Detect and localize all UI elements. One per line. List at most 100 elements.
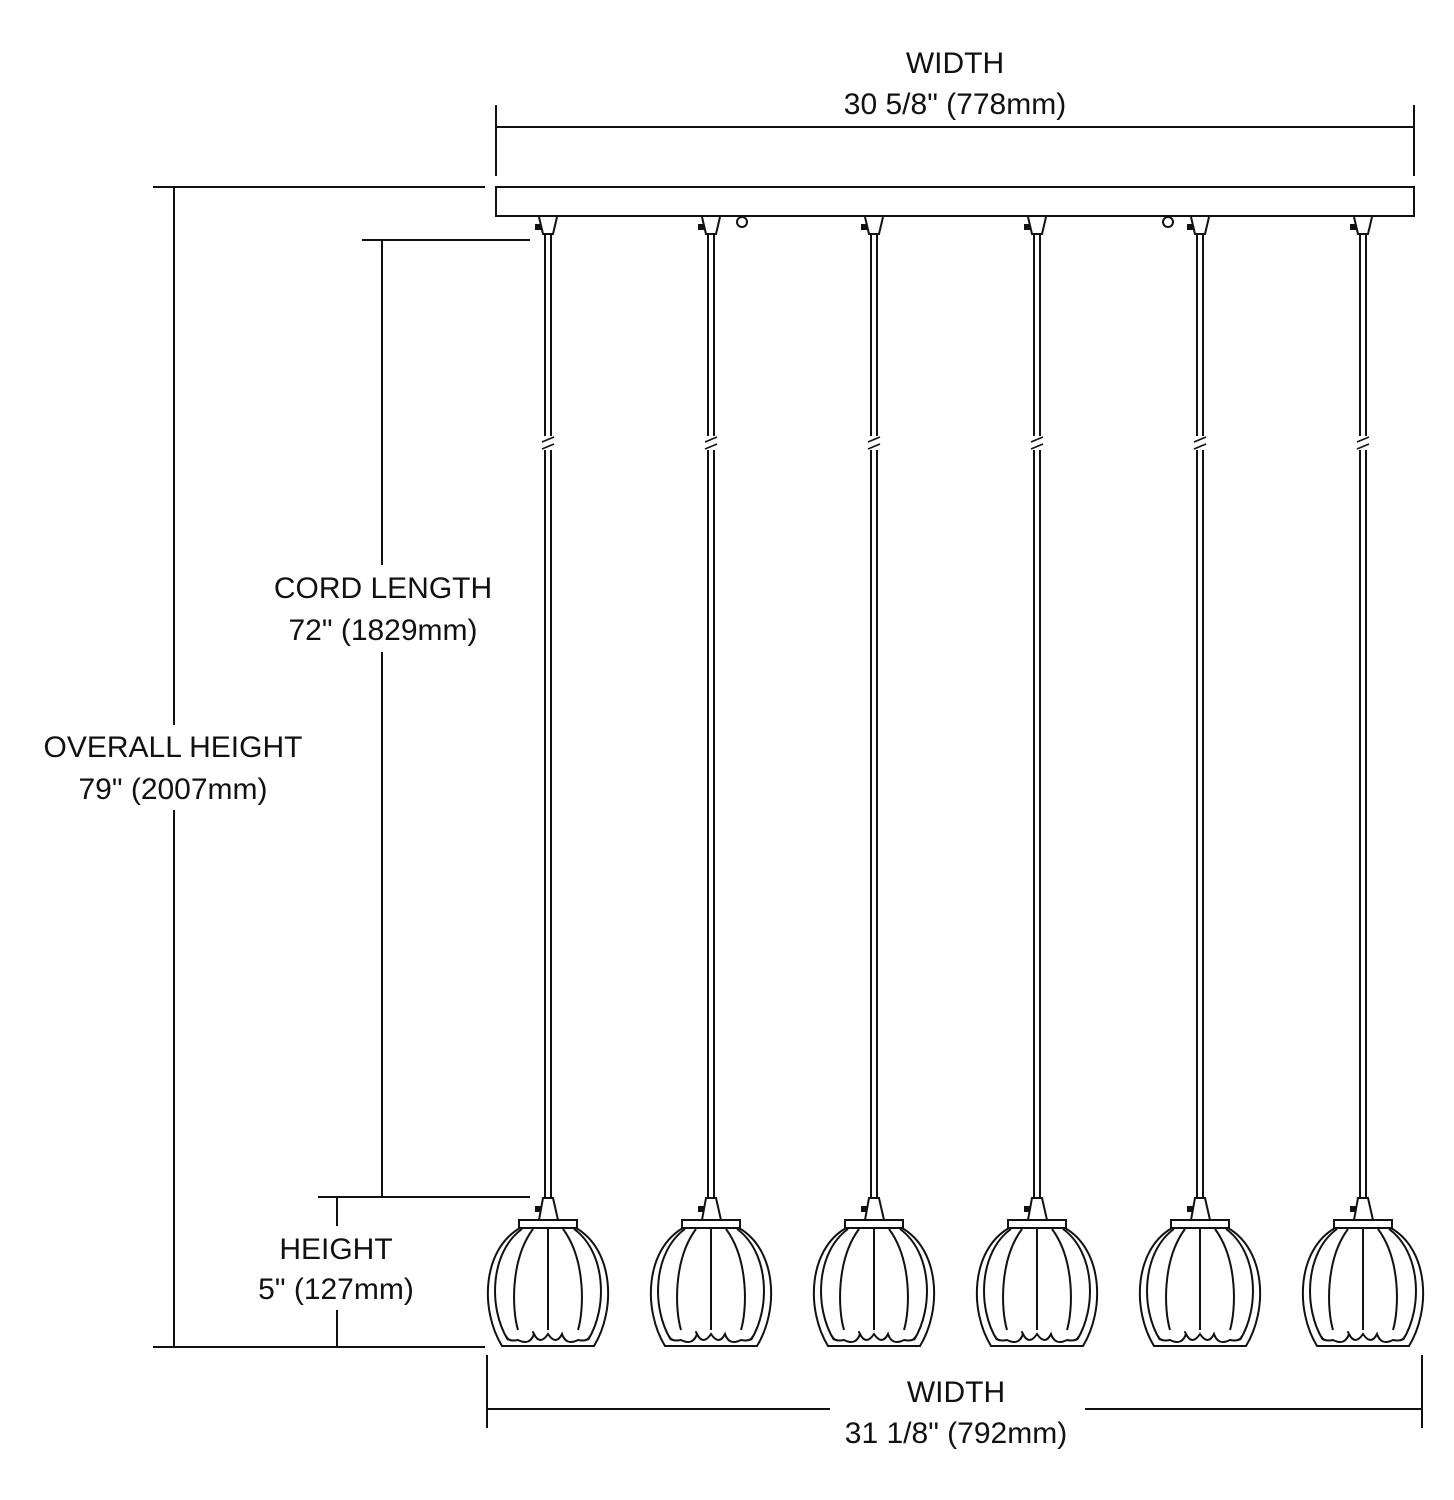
shade-rib [1328,1228,1349,1331]
shade-scallop [1157,1331,1243,1343]
break-mark [1356,436,1370,443]
shade-rib [1377,1228,1398,1331]
shade-inner-edge [1062,1228,1091,1341]
pendants [486,216,1425,1347]
pendant [1138,216,1262,1347]
cord-break [1357,436,1369,450]
shade-inner-edge [1225,1228,1254,1341]
cord-grip [1353,216,1373,235]
break-mark [1030,436,1044,443]
shade-outline [486,1227,610,1347]
shade-scallop [1320,1331,1406,1343]
overall-height-value: 79" (2007mm) [78,773,267,806]
shade-rib [725,1228,746,1331]
shade-height-label: HEIGHT [279,1233,392,1266]
break-mark [704,443,718,450]
socket [538,1197,559,1221]
shade-height-value: 5" (127mm) [258,1273,414,1306]
set-screw [698,1206,704,1212]
set-screw [1024,1206,1030,1212]
set-screw [861,1206,867,1212]
shade-cap [1007,1219,1067,1229]
break-mark [1193,436,1207,443]
shade-height-dimension: HEIGHT 5" (127mm) [258,1197,414,1347]
shade-rib [1002,1228,1023,1331]
shade-cap [1333,1219,1393,1229]
shade-inner-edge [1388,1228,1417,1341]
set-screw [698,224,704,230]
top-width-value: 30 5/8" (778mm) [844,88,1066,121]
shade-scallop [505,1331,591,1343]
shade-inner-edge [1309,1228,1338,1341]
shade-outline [649,1227,773,1347]
shade-rib [562,1228,583,1331]
set-screw [1350,224,1356,230]
shade-scallop [668,1331,754,1343]
break-mark [867,443,881,450]
set-screw [535,1206,541,1212]
cord-break [542,436,554,450]
cord-break [1194,436,1206,450]
shade-inner-edge [899,1228,928,1341]
cord-grip [701,216,721,235]
set-screw [1187,224,1193,230]
canopy [495,186,1415,217]
break-mark [867,436,881,443]
set-screw [1187,1206,1193,1212]
shade-scallop [831,1331,917,1343]
break-mark [541,436,555,443]
shade-rib [676,1228,697,1331]
bottom-width-value: 31 1/8" (792mm) [845,1417,1067,1450]
top-width-dimension: WIDTH 30 5/8" (778mm) [495,47,1415,176]
shade-rib [1214,1228,1235,1331]
set-screw [1024,224,1030,230]
shade-outline [1138,1227,1262,1347]
cord-break [1031,436,1043,450]
overall-height-dimension: OVERALL HEIGHT 79" (2007mm) [44,186,485,1348]
canopy-screw [736,216,748,228]
set-screw [535,224,541,230]
shade-inner-edge [983,1228,1012,1341]
cord-grip [538,216,558,235]
pendant [812,216,936,1347]
shade-cap [844,1219,904,1229]
shade-rib [1051,1228,1072,1331]
shade-inner-edge [494,1228,523,1341]
break-mark [541,443,555,450]
socket [1190,1197,1211,1221]
shade-inner-edge [736,1228,765,1341]
cord-break [868,436,880,450]
shade-rib [839,1228,860,1331]
pendant [975,216,1099,1347]
pendant [649,216,773,1347]
cord-break [705,436,717,450]
break-mark [1030,443,1044,450]
shade-cap [1170,1219,1230,1229]
pendant [1301,216,1425,1347]
cord-grip [1190,216,1210,235]
shade-outline [975,1227,1099,1347]
pendant [486,216,610,1347]
cord-grip [1027,216,1047,235]
break-mark [1193,443,1207,450]
bottom-width-dimension: WIDTH 31 1/8" (792mm) [486,1355,1423,1450]
shade-cap [681,1219,741,1229]
bottom-width-label: WIDTH [907,1376,1005,1409]
shade-scallop [994,1331,1080,1343]
cord-length-value: 72" (1829mm) [288,614,477,647]
break-mark [1356,443,1370,450]
shade-inner-edge [573,1228,602,1341]
set-screw [1350,1206,1356,1212]
overall-height-label: OVERALL HEIGHT [44,731,303,764]
cord-grip [864,216,884,235]
socket [1353,1197,1374,1221]
shade-inner-edge [1146,1228,1175,1341]
socket [864,1197,885,1221]
canopy-screw [1162,216,1174,228]
break-mark [704,436,718,443]
shade-inner-edge [657,1228,686,1341]
socket [701,1197,722,1221]
shade-cap [518,1219,578,1229]
